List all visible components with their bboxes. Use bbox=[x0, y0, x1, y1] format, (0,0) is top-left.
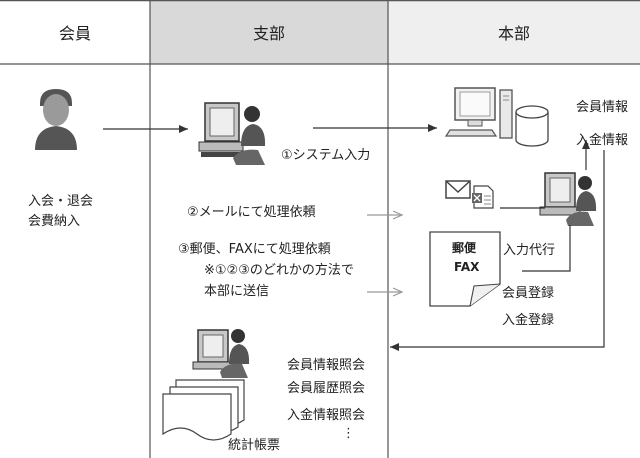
proxy-input-label: 入力代行 bbox=[503, 243, 556, 258]
payment-info-inquiry-label: 入金情報照会 bbox=[287, 408, 366, 423]
branch-operator-bottom-icon bbox=[192, 329, 250, 378]
database-icon bbox=[515, 105, 549, 147]
header-cell-hq bbox=[388, 0, 640, 64]
step1-system-input-label: ①システム入力 bbox=[281, 148, 371, 163]
step3-mail-fax-label: ③郵便、FAXにて処理依頼 bbox=[178, 242, 331, 257]
spreadsheet-attachment-icon bbox=[472, 185, 494, 209]
member-history-inquiry-label: 会員履歴照会 bbox=[287, 381, 366, 396]
payment-registration-label: 入金登録 bbox=[502, 313, 555, 328]
payment-info-label: 入金情報 bbox=[576, 133, 629, 148]
column-header-member: 会員 bbox=[58, 24, 91, 43]
mail-doc-label: 郵便 bbox=[452, 241, 477, 255]
column-header-hq: 本部 bbox=[497, 24, 530, 43]
server-computer-icon bbox=[444, 87, 513, 139]
more-items-ellipsis: ⋮ bbox=[342, 426, 355, 441]
send-to-hq-label: 本部に送信 bbox=[204, 284, 270, 299]
statistics-forms-stack bbox=[162, 379, 245, 441]
member-person-icon bbox=[35, 89, 77, 150]
column-header-branch: 支部 bbox=[252, 24, 285, 43]
header-cell-member bbox=[0, 0, 150, 64]
member-join-leave-label: 入会・退会 bbox=[28, 194, 94, 209]
member-registration-label: 会員登録 bbox=[502, 286, 555, 301]
connector-operator-to-input bbox=[522, 225, 571, 272]
mail-fax-document bbox=[429, 231, 501, 307]
member-info-label: 会員情報 bbox=[576, 100, 629, 115]
envelope-icon bbox=[445, 180, 471, 199]
fax-doc-label: FAX bbox=[454, 260, 480, 274]
hq-operator-icon bbox=[539, 172, 597, 226]
branch-operator-icon bbox=[198, 102, 266, 165]
member-info-inquiry-label: 会員情報照会 bbox=[287, 358, 366, 373]
header-cell-branch bbox=[150, 0, 388, 64]
statistics-forms-label: 統計帳票 bbox=[228, 438, 281, 453]
send-method-note: ※①②③のどれかの方法で bbox=[204, 263, 354, 278]
arrow-hq-to-branch-return bbox=[390, 150, 605, 351]
step2-email-label: ②メールにて処理依頼 bbox=[187, 205, 316, 220]
member-fee-payment-label: 会費納入 bbox=[28, 214, 81, 229]
